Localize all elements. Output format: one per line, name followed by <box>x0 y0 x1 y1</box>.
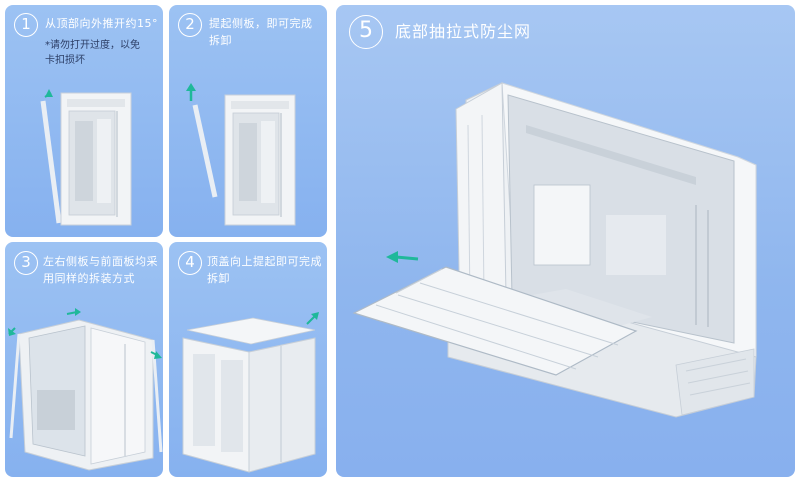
case-side <box>248 337 316 473</box>
step-5-illustration <box>352 82 757 418</box>
top-cover-lifted <box>186 317 316 345</box>
step-4-caption: 顶盖向上提起即可完成拆卸 <box>207 255 322 285</box>
step-5-panel: 5 底部抽拉式防尘网 <box>336 5 795 477</box>
step-1-illustration <box>40 89 132 226</box>
step-1-panel: 1 从顶部向外推开约15° *请勿打开过度，以免卡扣损坏 <box>5 5 163 237</box>
step-2-caption: 提起侧板，即可完成拆卸 <box>209 17 313 47</box>
step-2-illustration <box>186 83 296 226</box>
dust-filter <box>352 266 638 376</box>
step-3-panel: 3 左右侧板与前面板均采用同样的拆装方式 <box>5 242 163 477</box>
up-arrow-icon <box>306 315 316 325</box>
step-3-caption: 左右侧板与前面板均采用同样的拆装方式 <box>43 255 158 285</box>
step-4-illustration <box>182 312 319 473</box>
side-panel-lifted <box>192 104 218 198</box>
step-4-panel: 4 顶盖向上提起即可完成拆卸 <box>169 242 327 477</box>
step-1-note: *请勿打开过度，以免卡扣损坏 <box>45 40 140 66</box>
step-4-number: 4 <box>178 251 202 275</box>
step-3-illustration <box>8 308 163 471</box>
step-5-number: 5 <box>349 15 383 49</box>
step-1-number: 1 <box>14 13 38 37</box>
step-2-number: 2 <box>178 13 202 37</box>
step-5-caption: 底部抽拉式防尘网 <box>395 22 532 41</box>
left-panel-tilted <box>9 333 21 439</box>
side-panel-tilted <box>40 100 62 224</box>
pull-arrow-icon <box>395 255 419 261</box>
step-1-caption: 从顶部向外推开约15° <box>45 17 158 30</box>
step-3-number: 3 <box>14 251 38 275</box>
step-2-panel: 2 提起侧板，即可完成拆卸 <box>169 5 327 237</box>
